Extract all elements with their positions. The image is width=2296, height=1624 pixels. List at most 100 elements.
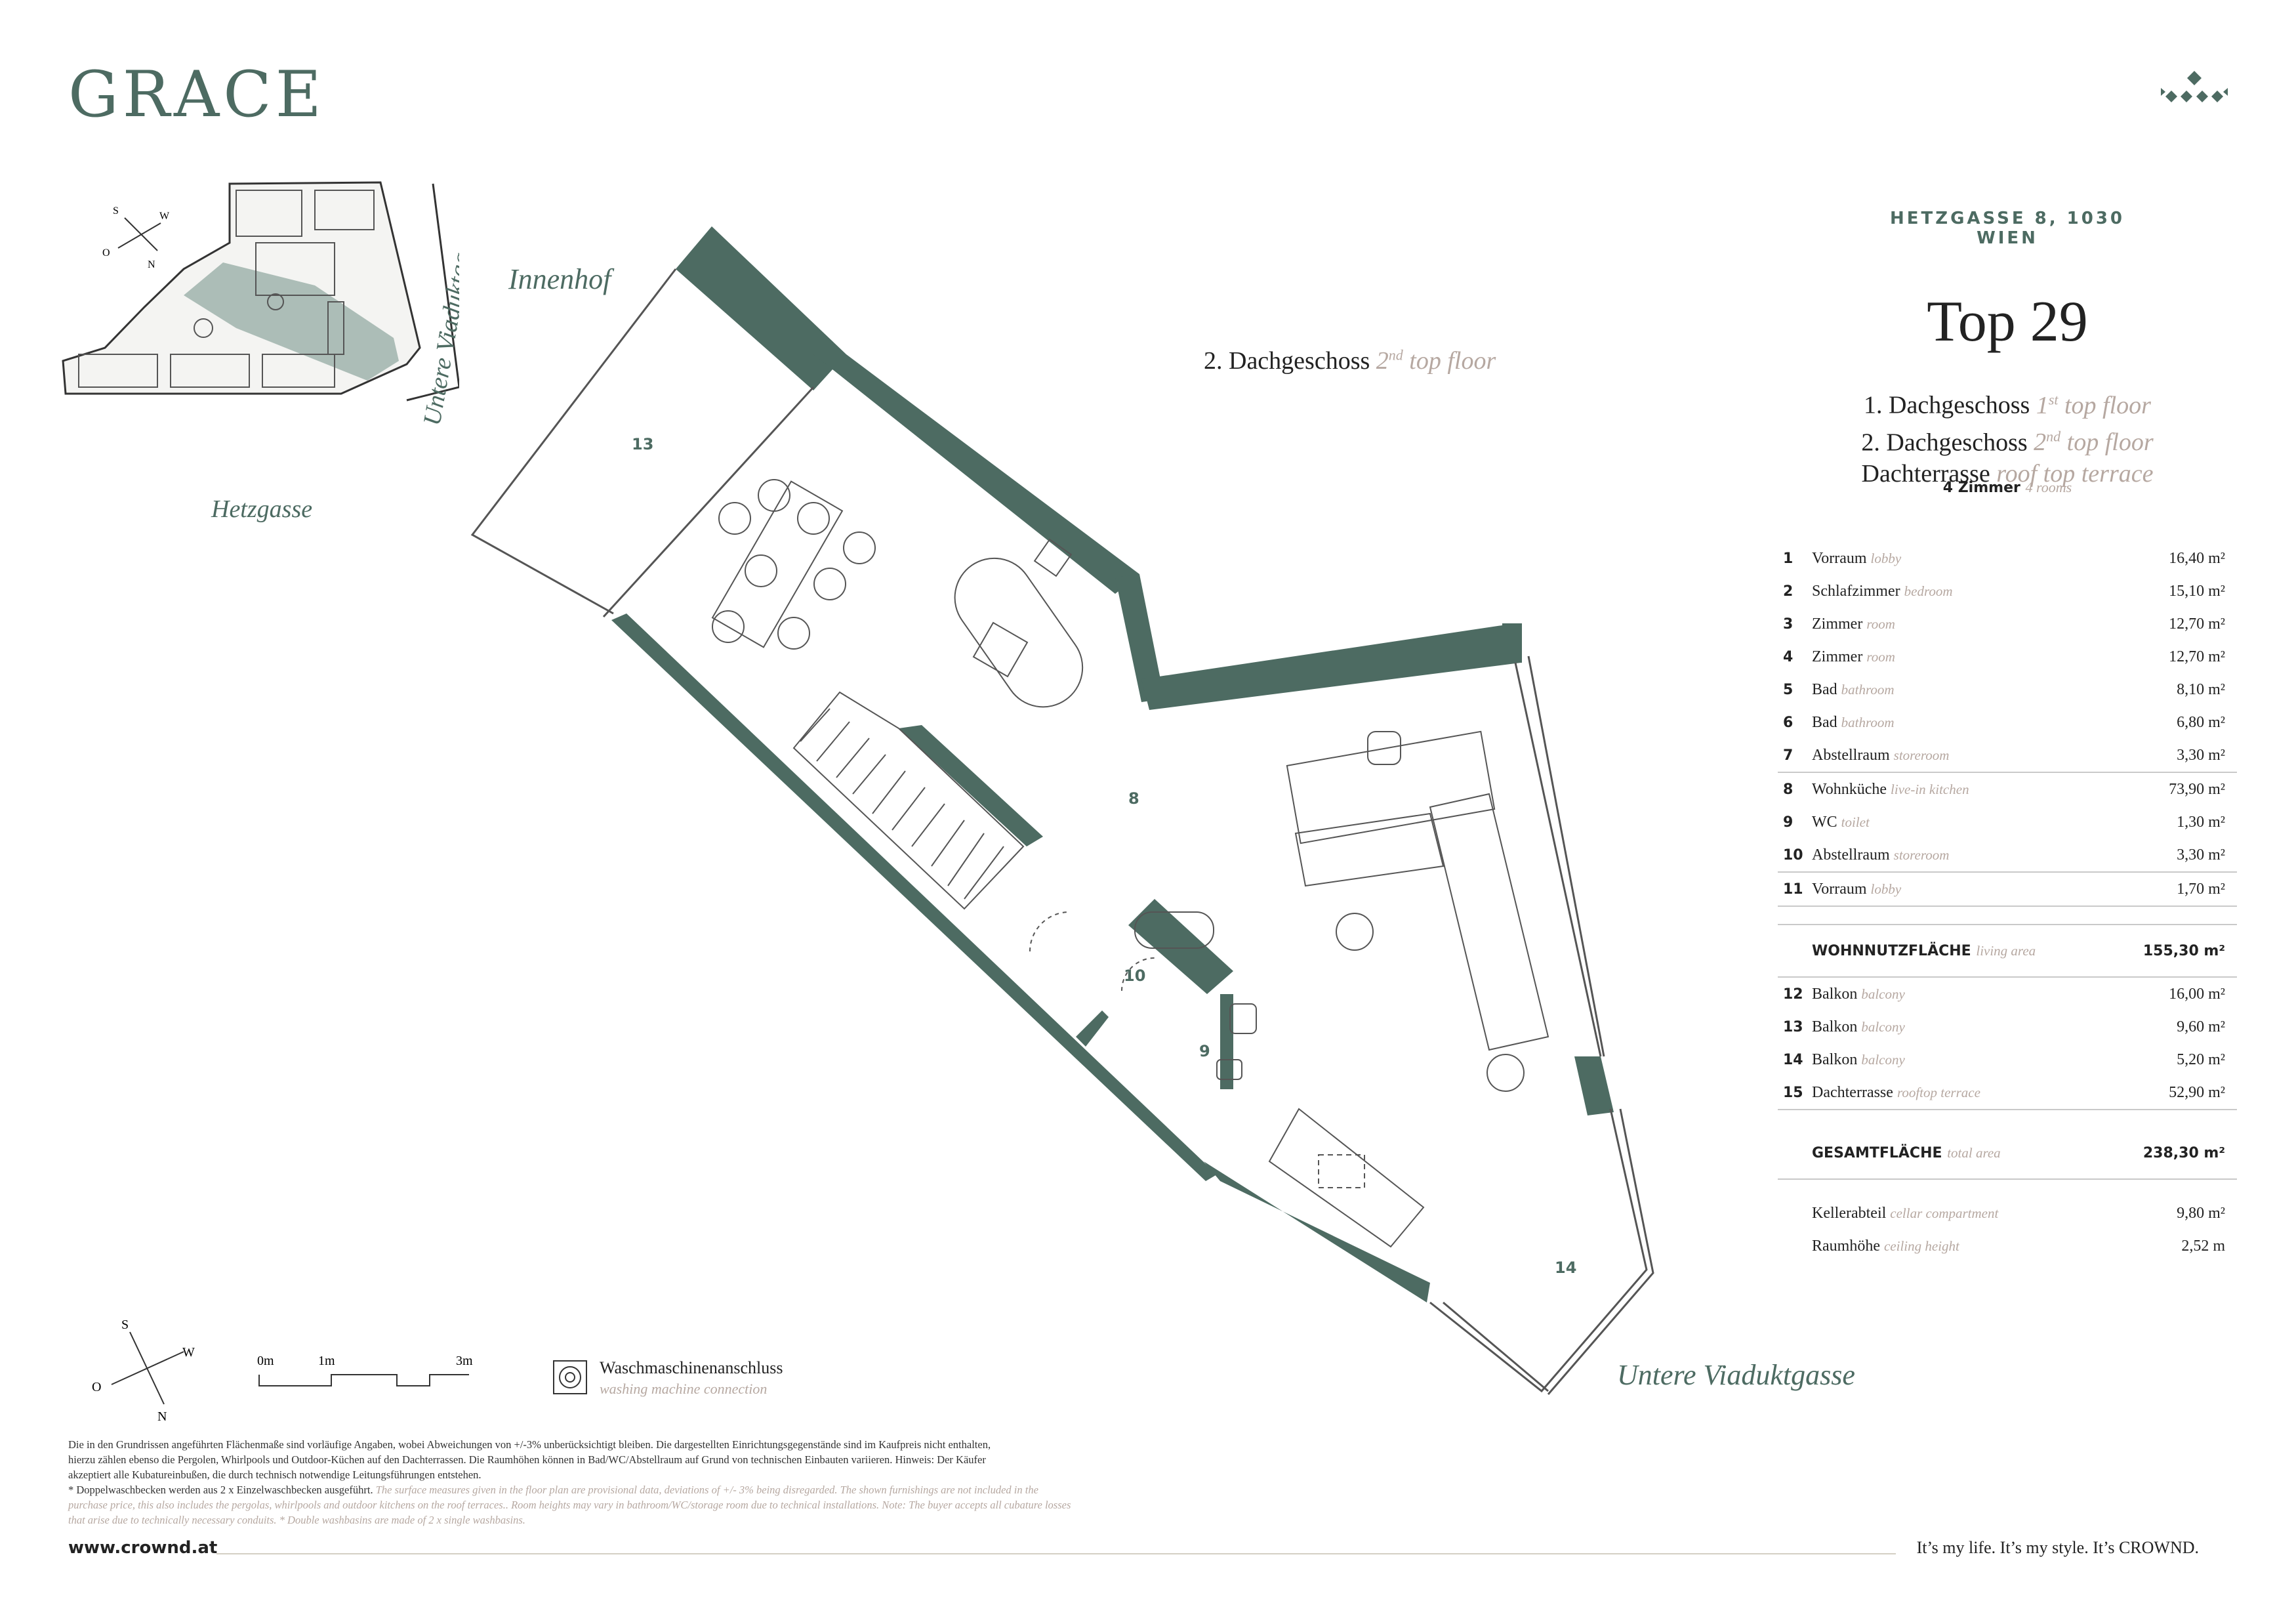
scale-1m: 1m [318,1354,335,1368]
row-label-en: room [1866,615,1895,632]
disclaimer-line-en: purchase price, this also includes the p… [68,1499,1071,1511]
row-area: 12,70 m² [2169,648,2225,665]
table-row: 5 Bad bathroom 8,10 m² [1778,673,2237,706]
row-area: 16,00 m² [2169,985,2225,1003]
plan-furniture [711,479,1549,1248]
row-label: Balkon [1812,1018,1858,1035]
legend: S W O N 0m 1m 3m [92,1318,587,1424]
row-label-en: rooftop terrace [1896,1084,1980,1100]
floor-1-de: 1. Dachgeschoss [1864,391,2030,419]
plan-floor-title-sup: nd [1388,346,1403,364]
rooms-count-de: 4 Zimmer [1942,480,2020,496]
compass-icon [111,1331,184,1405]
floor-3-de: Dachterrasse [1861,460,1990,488]
row-area: 52,90 m² [2169,1083,2225,1101]
floor-line-1: 1. Dachgeschoss 1st top floor [1758,384,2257,421]
room-14-label: 14 [1555,1259,1576,1277]
row-no: 14 [1783,1051,1803,1068]
living-area-value: 155,30 m² [2142,942,2225,959]
plan-floor-title-de: 2. Dachgeschoss [1204,347,1370,375]
row-label: Zimmer [1812,615,1863,633]
plan-outlines [470,268,1654,1395]
total-area-label-en: total area [1947,1144,2001,1161]
plan-floor-title: 2. Dachgeschoss 2nd top floor [1204,346,1496,375]
living-area-label-en: living area [1976,942,2036,959]
floor-line-3: Dachterrasse roof top terrace [1758,458,2257,489]
plan-floor-title-num: 2 [1376,347,1389,375]
row-label-en: bedroom [1904,583,1953,599]
footer-url[interactable]: www.crownd.at [68,1538,218,1558]
row-label-en: storeroom [1893,747,1950,763]
row-label-en: bathroom [1841,714,1895,730]
row-label-en: storeroom [1893,846,1950,863]
table-divider [1778,1178,2237,1197]
locator-compass-w: W [159,211,170,222]
row-no: 1 [1783,550,1794,567]
total-area-value: 238,30 m² [2142,1144,2225,1161]
row-label-en: bathroom [1841,681,1895,697]
footer-slogan: It’s my life. It’s my style. It’s CROWND… [1916,1538,2199,1557]
row-label: Bad [1812,680,1837,698]
living-area-label: WOHNNUTZFLÄCHE [1812,942,1971,959]
row-area: 16,40 m² [2169,549,2225,567]
row-no: 5 [1783,681,1794,698]
room-8-label: 8 [1128,789,1139,808]
row-label: Vorraum [1812,880,1867,898]
row-no: 13 [1783,1018,1803,1035]
unit-title: Top 29 [1927,290,2088,354]
table-row: 3 Zimmer room 12,70 m² [1778,608,2237,640]
locator-plan: S W O N Hetzgasse Untere Viaduktgasse [62,181,459,523]
floor-1-en: top floor [2064,391,2151,419]
disclaimer-line: Die in den Grundrissen angeführten Fläch… [68,1438,991,1451]
room-13-label: 13 [632,435,653,453]
washer-legend-label-en: washing machine connection [600,1381,768,1397]
row-area: 6,80 m² [2177,713,2225,731]
row-label-en: ceiling height [1883,1238,1959,1254]
row-label: WC [1812,813,1837,831]
row-label-en: lobby [1870,881,1902,897]
rooms-count-en: 4 rooms [2025,479,2072,495]
row-label: Zimmer [1812,648,1863,665]
floor-2-de: 2. Dachgeschoss [1861,428,2028,457]
total-area-label: GESAMTFLÄCHE [1812,1144,1942,1161]
row-area: 8,10 m² [2177,680,2225,698]
row-area: 9,80 m² [2177,1204,2225,1222]
floor-line-2: 2. Dachgeschoss 2nd top floor [1758,421,2257,459]
row-label: Balkon [1812,1051,1858,1068]
row-area: 12,70 m² [2169,615,2225,633]
table-divider [1778,1109,2237,1127]
address: HETZGASSE 8, 1030 WIEN [1889,209,2125,248]
row-label-en: balcony [1861,1051,1905,1068]
compass-w: W [182,1345,195,1360]
crown-logo-icon [2161,71,2228,102]
row-label-en: balcony [1861,1018,1905,1035]
row-no: 6 [1783,714,1794,731]
footer-divider [216,1553,1896,1554]
compass-n: N [157,1409,167,1424]
disclaimer-line-en: The surface measures given in the floor … [375,1484,1038,1496]
row-label: Dachterrasse [1812,1083,1893,1101]
row-label-en: live-in kitchen [1891,781,1969,797]
row-no: 3 [1783,615,1794,633]
row-label-en: balcony [1861,986,1905,1002]
floor-1-sup: st [2048,391,2059,407]
compass-o: O [92,1380,101,1394]
floor-list: 1. Dachgeschoss 1st top floor 2. Dachges… [1758,384,2257,489]
disclaimer-line: * Doppelwaschbecken werden aus 2 x Einze… [68,1484,373,1496]
plan-walls [611,226,1614,1302]
room-10-label: 10 [1124,967,1145,985]
row-label-en: room [1866,648,1895,665]
row-label-en: toilet [1841,814,1870,830]
row-area: 3,30 m² [2177,746,2225,764]
row-area: 73,90 m² [2169,780,2225,798]
plan-floor-title-en: top floor [1409,347,1496,375]
